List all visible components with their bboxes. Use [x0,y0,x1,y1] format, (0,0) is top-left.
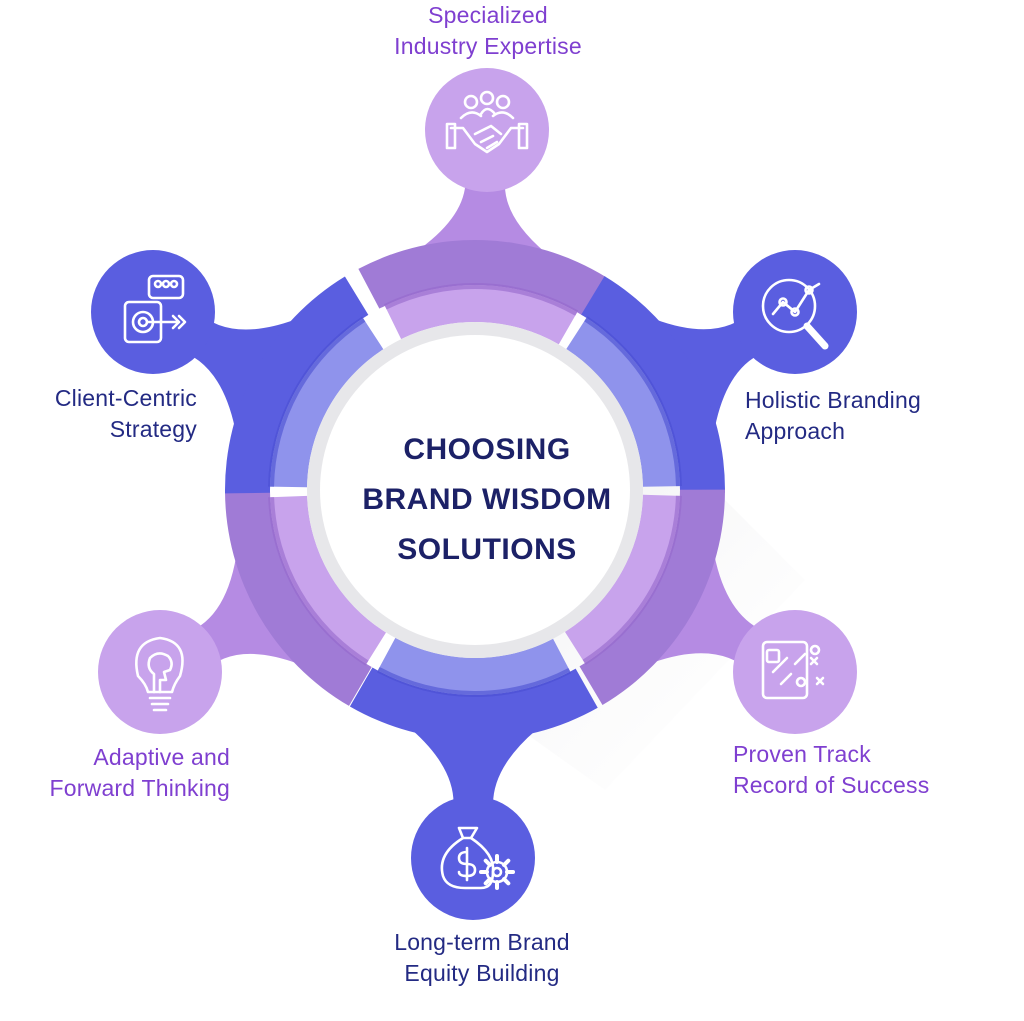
bubble-person [153,279,163,289]
board [761,640,809,700]
cuff-right [517,122,529,150]
label-holistic-branding-approach: Holistic Branding Approach [745,385,921,447]
ring-segment-inner [270,495,387,664]
ring-segment-band [383,283,579,316]
ring-segment-inner [377,637,571,696]
handshake-team-icon [445,90,529,154]
o-mark [795,676,807,688]
label-long-term-brand-equity: Long-term Brand Equity Building [352,927,612,989]
label-line: Forward Thinking [49,775,230,801]
handle [803,322,829,350]
ring-segment-inner [270,318,384,488]
chat-bubble [147,274,185,300]
point [804,285,814,295]
cell [765,648,781,664]
hands [449,126,525,154]
dollar [457,846,477,882]
gear-tooth [483,877,492,886]
label-line: Industry Expertise [394,33,582,59]
magnifier-analytics-icon [761,278,829,350]
node-circle [733,610,857,734]
person-head [495,94,511,110]
bubble-person [161,279,171,289]
head-profile [147,652,173,694]
ring-segment-band [376,666,572,697]
point [778,297,788,307]
label-line: Proven Track [733,741,871,767]
ring-segment-outer [579,489,726,706]
cuff-left [445,122,457,150]
label-line: Specialized [428,2,548,28]
lens [761,278,817,334]
label-line: Client-Centric [54,385,197,411]
gear-hole [491,866,503,878]
center-title-line-3: SOLUTIONS [397,533,577,566]
label-line: Strategy [109,416,197,442]
center-disc [320,335,630,645]
ring-segment-inner [566,317,680,487]
label-line: Holistic Branding [745,387,921,413]
bulb-base [148,696,172,712]
arrow [145,314,187,330]
target-chat-icon [123,274,187,344]
o-mark [809,644,821,656]
ring-segment-inner [384,285,578,345]
bulb [135,636,184,694]
lightbulb-head-icon [135,636,184,712]
ring-segment-outer [581,276,726,493]
ring-segment-inner [564,494,680,664]
team-shoulders [459,107,515,120]
label-line: Approach [745,418,846,444]
point [790,307,800,317]
label-line: Long-term Brand [394,929,570,955]
ring-segment-outer [225,491,372,706]
bubble-person [169,279,179,289]
gear-tooth [483,858,492,867]
connector-arm [411,729,536,821]
label-line: Equity Building [404,960,560,986]
person-head [479,90,495,106]
label-specialized-industry-expertise: Specialized Industry Expertise [370,0,606,62]
fingers [473,124,503,150]
x-marks [809,656,825,686]
connector-arm [421,166,545,253]
center-title: CHOOSING BRAND WISDOM SOLUTIONS [287,425,687,575]
center-title-line-1: CHOOSING [403,433,571,466]
person-head [463,94,479,110]
node-circle [91,250,215,374]
node-circle [411,796,535,920]
strategy-board-icon [761,640,825,700]
gear-tooth [502,877,511,886]
label-line: Record of Success [733,772,930,798]
gear-tooth [502,858,511,867]
label-line: Adaptive and [93,744,230,770]
label-adaptive-forward-thinking: Adaptive and Forward Thinking [0,742,230,804]
label-proven-track-record: Proven Track Record of Success [733,739,929,801]
node-circle [425,68,549,192]
label-client-centric-strategy: Client-Centric Strategy [0,383,197,445]
money-bag-gear-icon [440,826,515,890]
play-lines [771,652,807,686]
node-circle [98,610,222,734]
center-title-line-2: BRAND WISDOM [362,483,612,516]
